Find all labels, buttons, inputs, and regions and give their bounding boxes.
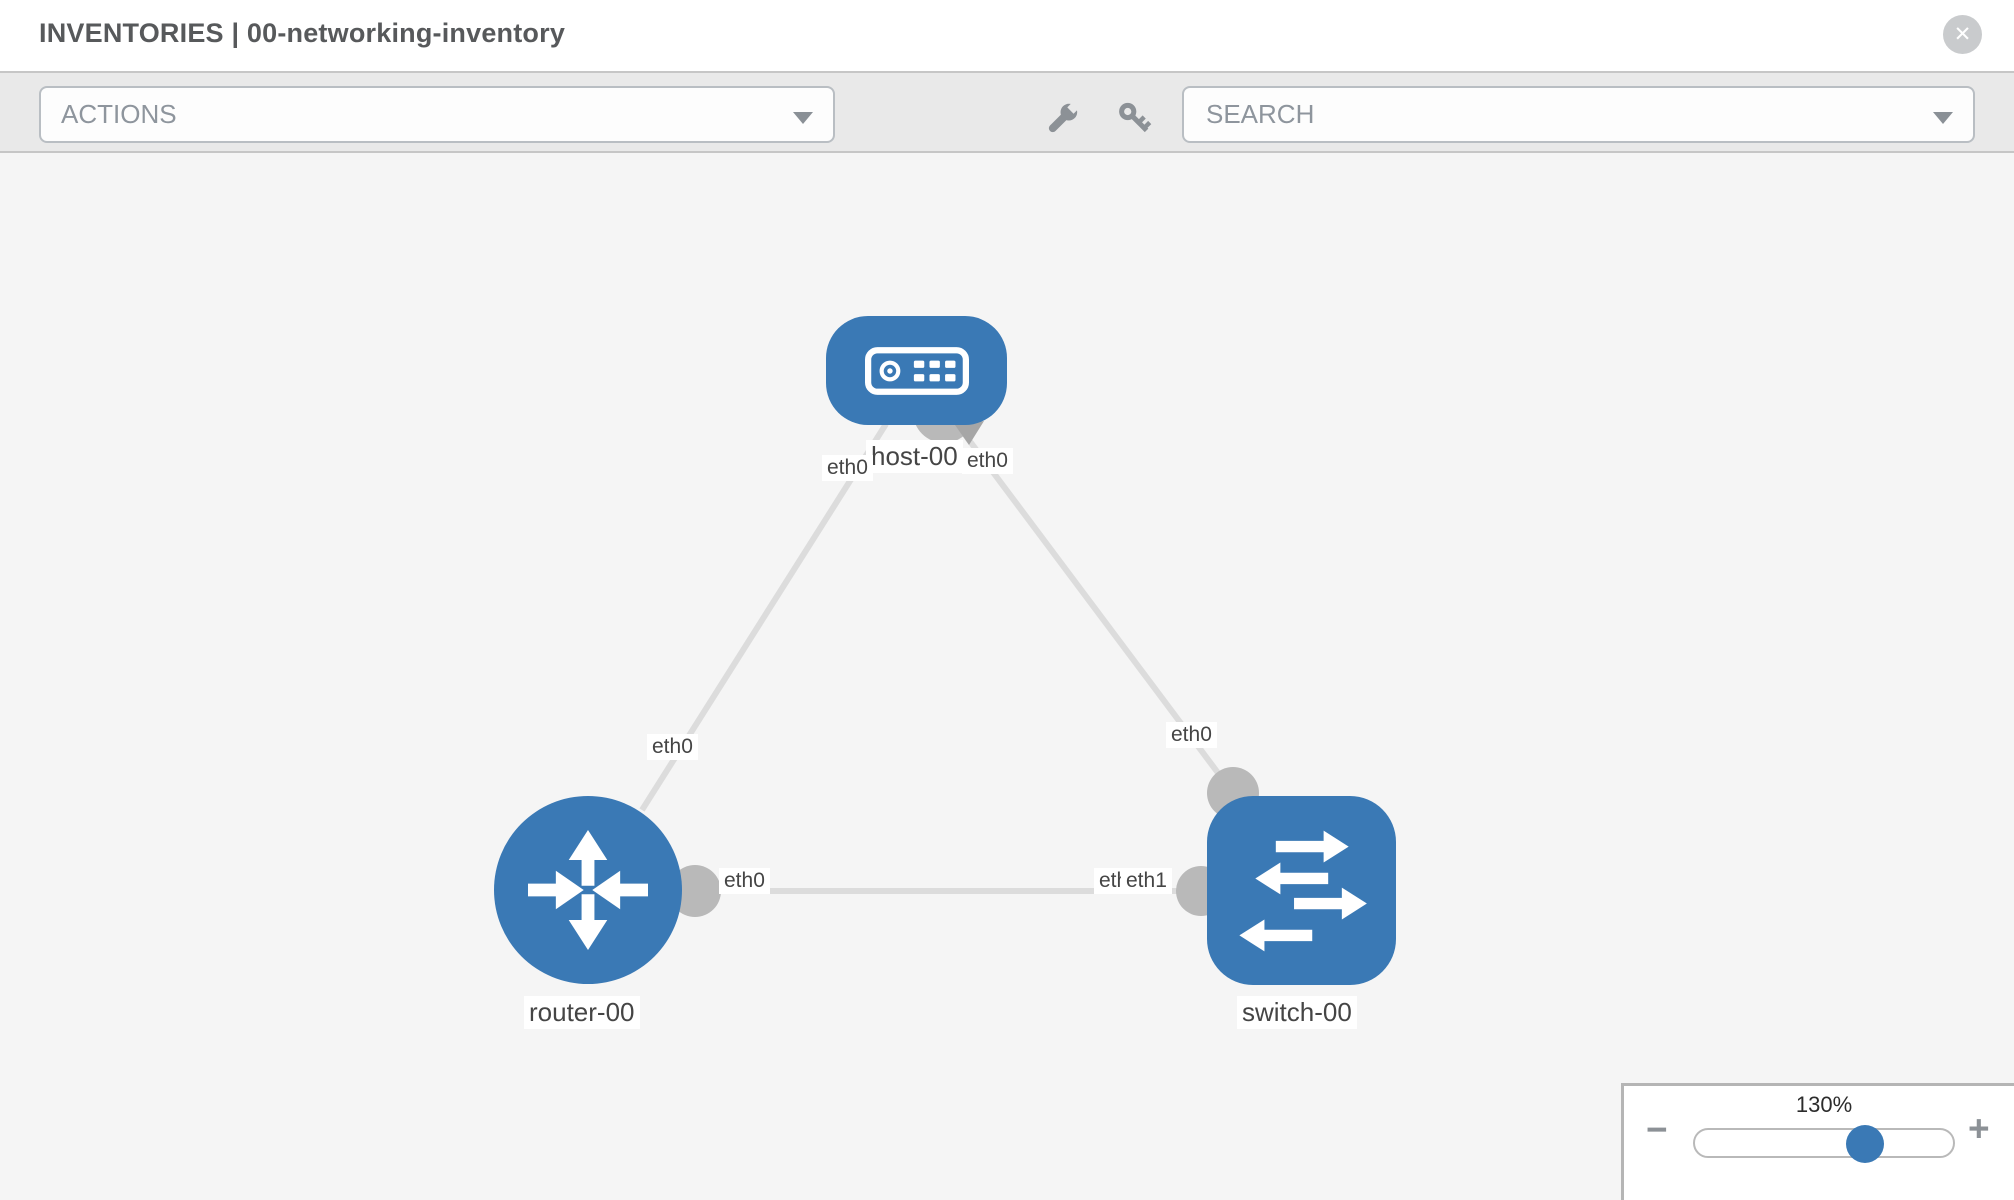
switch-icon <box>1238 830 1367 951</box>
page-title: INVENTORIES | 00-networking-inventory <box>39 18 566 48</box>
close-icon: ✕ <box>1953 23 1972 46</box>
close-button[interactable]: ✕ <box>1943 15 1982 54</box>
node-label-host: host-00 <box>866 440 963 473</box>
zoom-level-value: 130% <box>1795 1092 1853 1117</box>
plus-icon: + <box>1968 1108 1990 1149</box>
connector-host-arrow <box>955 421 984 445</box>
host-icon <box>864 346 969 395</box>
wrench-icon <box>1048 101 1080 133</box>
toolbar: ACTIONS <box>0 71 2014 153</box>
search-input[interactable] <box>1204 98 1908 131</box>
zoom-slider-thumb[interactable] <box>1846 1125 1884 1163</box>
minus-icon: − <box>1646 1109 1668 1150</box>
node-host-00[interactable] <box>826 316 1007 425</box>
node-label-switch: switch-00 <box>1237 996 1357 1029</box>
zoom-slider-track[interactable] <box>1693 1128 1955 1158</box>
zoom-out-button[interactable]: − <box>1646 1111 1668 1148</box>
iface-label-host-right: eth0 <box>962 448 1013 474</box>
key-button[interactable] <box>1112 98 1156 142</box>
header-bar: INVENTORIES | 00-networking-inventory ✕ <box>0 0 2014 71</box>
search-dropdown[interactable] <box>1182 86 1975 143</box>
iface-label-switch-front: eth1 <box>1121 868 1172 894</box>
router-icon <box>528 830 648 950</box>
actions-dropdown-label: ACTIONS <box>61 99 177 129</box>
chevron-down-icon <box>793 112 813 124</box>
node-router-00[interactable] <box>494 796 682 984</box>
configure-button[interactable] <box>1039 98 1083 142</box>
iface-label-switch-top: eth0 <box>1166 722 1217 748</box>
chevron-down-icon <box>1933 112 1953 124</box>
topology-canvas[interactable] <box>0 153 2014 1200</box>
actions-dropdown[interactable]: ACTIONS <box>39 86 835 143</box>
node-switch-00[interactable] <box>1207 796 1396 985</box>
iface-label-router-top: eth0 <box>647 734 698 760</box>
zoom-control-panel: 130% − + <box>1621 1083 2014 1200</box>
node-label-router: router-00 <box>524 996 640 1029</box>
zoom-in-button[interactable]: + <box>1968 1110 1990 1147</box>
key-icon <box>1119 102 1152 133</box>
link-lines[interactable] <box>639 422 1236 894</box>
connector-router-right <box>669 865 721 917</box>
iface-label-router-right: eth0 <box>719 868 770 894</box>
iface-label-host-left: eth0 <box>822 455 873 481</box>
